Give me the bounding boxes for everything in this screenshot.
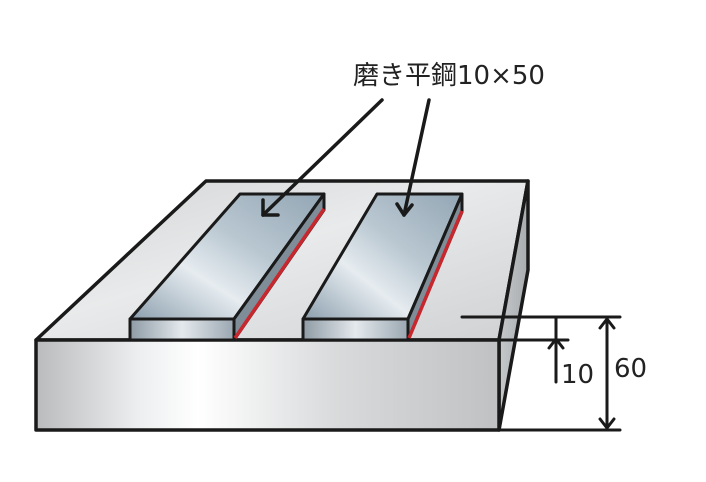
dim-60-arrowhead-bottom [598, 417, 616, 430]
flat-bar-right [301, 192, 464, 342]
dim-60-arrowhead-top [598, 317, 616, 330]
edge-highlight-left [233, 208, 326, 339]
dim-60-label: 60 [614, 354, 647, 384]
flat-bar-right-front [301, 317, 410, 342]
edge-highlight-right [407, 210, 464, 339]
callout-arrow-left [261, 98, 384, 217]
flat-bar-left-front [128, 317, 236, 342]
callout-arrowhead-left [261, 198, 280, 217]
flat-bar-left [128, 192, 326, 342]
base-front-face [34, 338, 501, 432]
callout-arrowhead-right [395, 202, 414, 217]
dimension-lines [460, 315, 622, 432]
dim-10-arrowhead [547, 337, 565, 350]
dim-10-label: 10 [561, 360, 594, 390]
callout-arrows [261, 98, 431, 217]
callout-label: 磨き平鋼10×50 [353, 61, 545, 91]
callout-arrow-right [402, 98, 431, 217]
